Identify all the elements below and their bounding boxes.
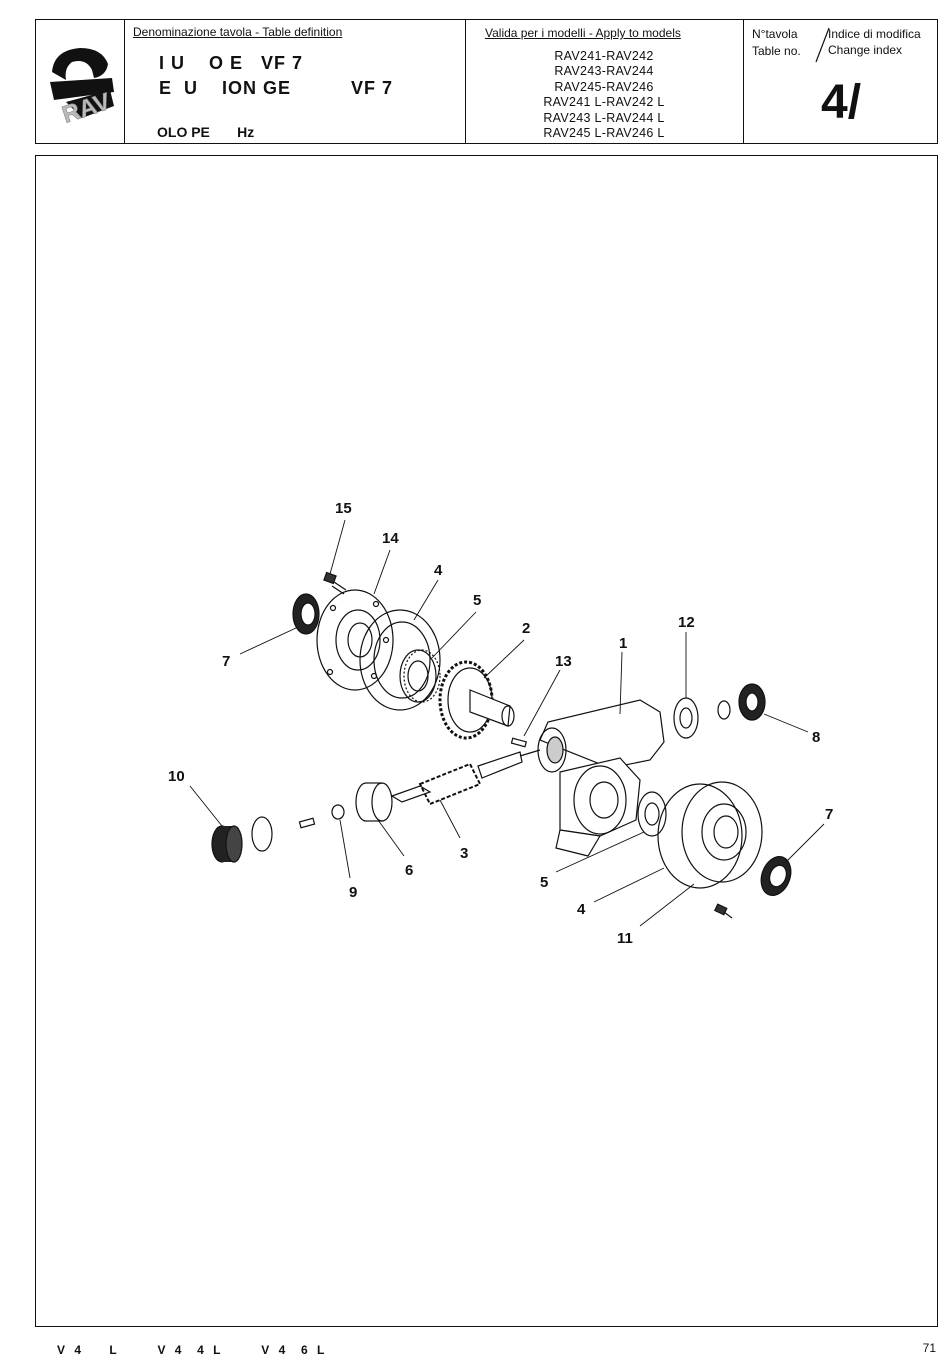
divider-slash <box>815 27 830 63</box>
table-no-label-en: Table no. <box>752 44 801 58</box>
rav-logo: RAV <box>50 48 114 129</box>
worm-wheel-part <box>438 660 515 740</box>
callout-number: 13 <box>555 653 572 670</box>
bearing-part <box>673 697 699 739</box>
model-line: RAV241-RAV242 <box>554 49 654 63</box>
leader-lines <box>189 519 825 927</box>
callout-number: 5 <box>473 592 481 609</box>
gearbox-housing-part <box>537 699 665 857</box>
subtitle: OLO PE Hz <box>157 124 255 140</box>
callout-number: 6 <box>405 862 413 879</box>
bearing-part <box>637 791 667 837</box>
callout-number: 3 <box>460 845 468 862</box>
bearing-part <box>355 782 393 822</box>
callout-number: 5 <box>540 874 548 891</box>
bearing-part <box>399 649 441 703</box>
oil-seal-part <box>292 593 320 635</box>
callout-number: 7 <box>222 653 230 670</box>
callout-number: 1 <box>619 635 627 652</box>
model-line: RAV245 L-RAV246 L <box>543 126 665 141</box>
callout-number: 11 <box>617 930 633 947</box>
bolt-part <box>713 903 733 919</box>
callout-number: 15 <box>335 500 352 517</box>
definition-cell: Denominazione tavola - Table definition … <box>124 20 466 143</box>
cover-cap-part <box>211 825 243 863</box>
change-index-label-it: Indice di modifica <box>828 27 921 41</box>
callout-number: 10 <box>168 768 185 785</box>
drawing-frame <box>35 155 938 1327</box>
callout-number: 8 <box>812 729 820 746</box>
screw-part <box>298 817 316 829</box>
flange-part <box>657 781 763 889</box>
change-index-label-en: Change index <box>828 43 903 57</box>
callout-number: 7 <box>825 806 833 823</box>
table-no-label-it: N°tavola <box>752 27 798 41</box>
model-line: RAV243-RAV244 <box>554 64 654 79</box>
circlip-part <box>717 700 731 720</box>
screw-part <box>323 571 347 595</box>
key-part <box>510 737 528 748</box>
title-line-2: E U ION GE VF 7 <box>159 78 394 98</box>
model-line: RAV243 L-RAV244 L <box>543 110 665 125</box>
callout-number: 4 <box>434 562 443 579</box>
flange-part <box>316 589 394 691</box>
callout-number: 4 <box>577 901 586 918</box>
models-caption: Valida per i modelli - Apply to models <box>485 26 681 40</box>
callout-labels: 15 14 4 5 2 13 1 12 7 8 10 9 6 3 5 4 11 … <box>168 500 833 947</box>
callout-number: 9 <box>349 884 357 901</box>
gasket-part <box>359 609 441 711</box>
oil-seal-part <box>760 856 792 896</box>
footer-models: V 4 L V 4 4 L V 4 6 L <box>57 1343 328 1357</box>
models-cell: Valida per i modelli - Apply to models R… <box>465 20 744 143</box>
bearing-part <box>738 683 766 721</box>
model-line: RAV241 L-RAV242 L <box>543 95 665 110</box>
circlip-part <box>251 816 273 852</box>
model-line: RAV245-RAV246 <box>554 79 654 94</box>
page-number: 71 <box>922 1341 936 1355</box>
logo-cell: RAV <box>36 20 125 143</box>
title-line-1: I U O E VF 7 <box>159 53 304 73</box>
callout-number: 12 <box>678 614 695 631</box>
callout-number: 14 <box>382 530 399 547</box>
title-block: RAV Denominazione tavola - Table definit… <box>35 19 938 144</box>
callout-number: 2 <box>522 620 530 637</box>
worm-shaft-part <box>390 749 541 806</box>
table-number: 4/ <box>821 76 862 129</box>
definition-caption: Denominazione tavola - Table definition <box>133 25 343 39</box>
models-list: RAV241-RAV242 RAV243-RAV244 RAV245-RAV24… <box>465 49 743 141</box>
washer-part <box>331 804 345 820</box>
table-number-cell: N°tavola Table no. Indice di modifica Ch… <box>743 20 937 143</box>
